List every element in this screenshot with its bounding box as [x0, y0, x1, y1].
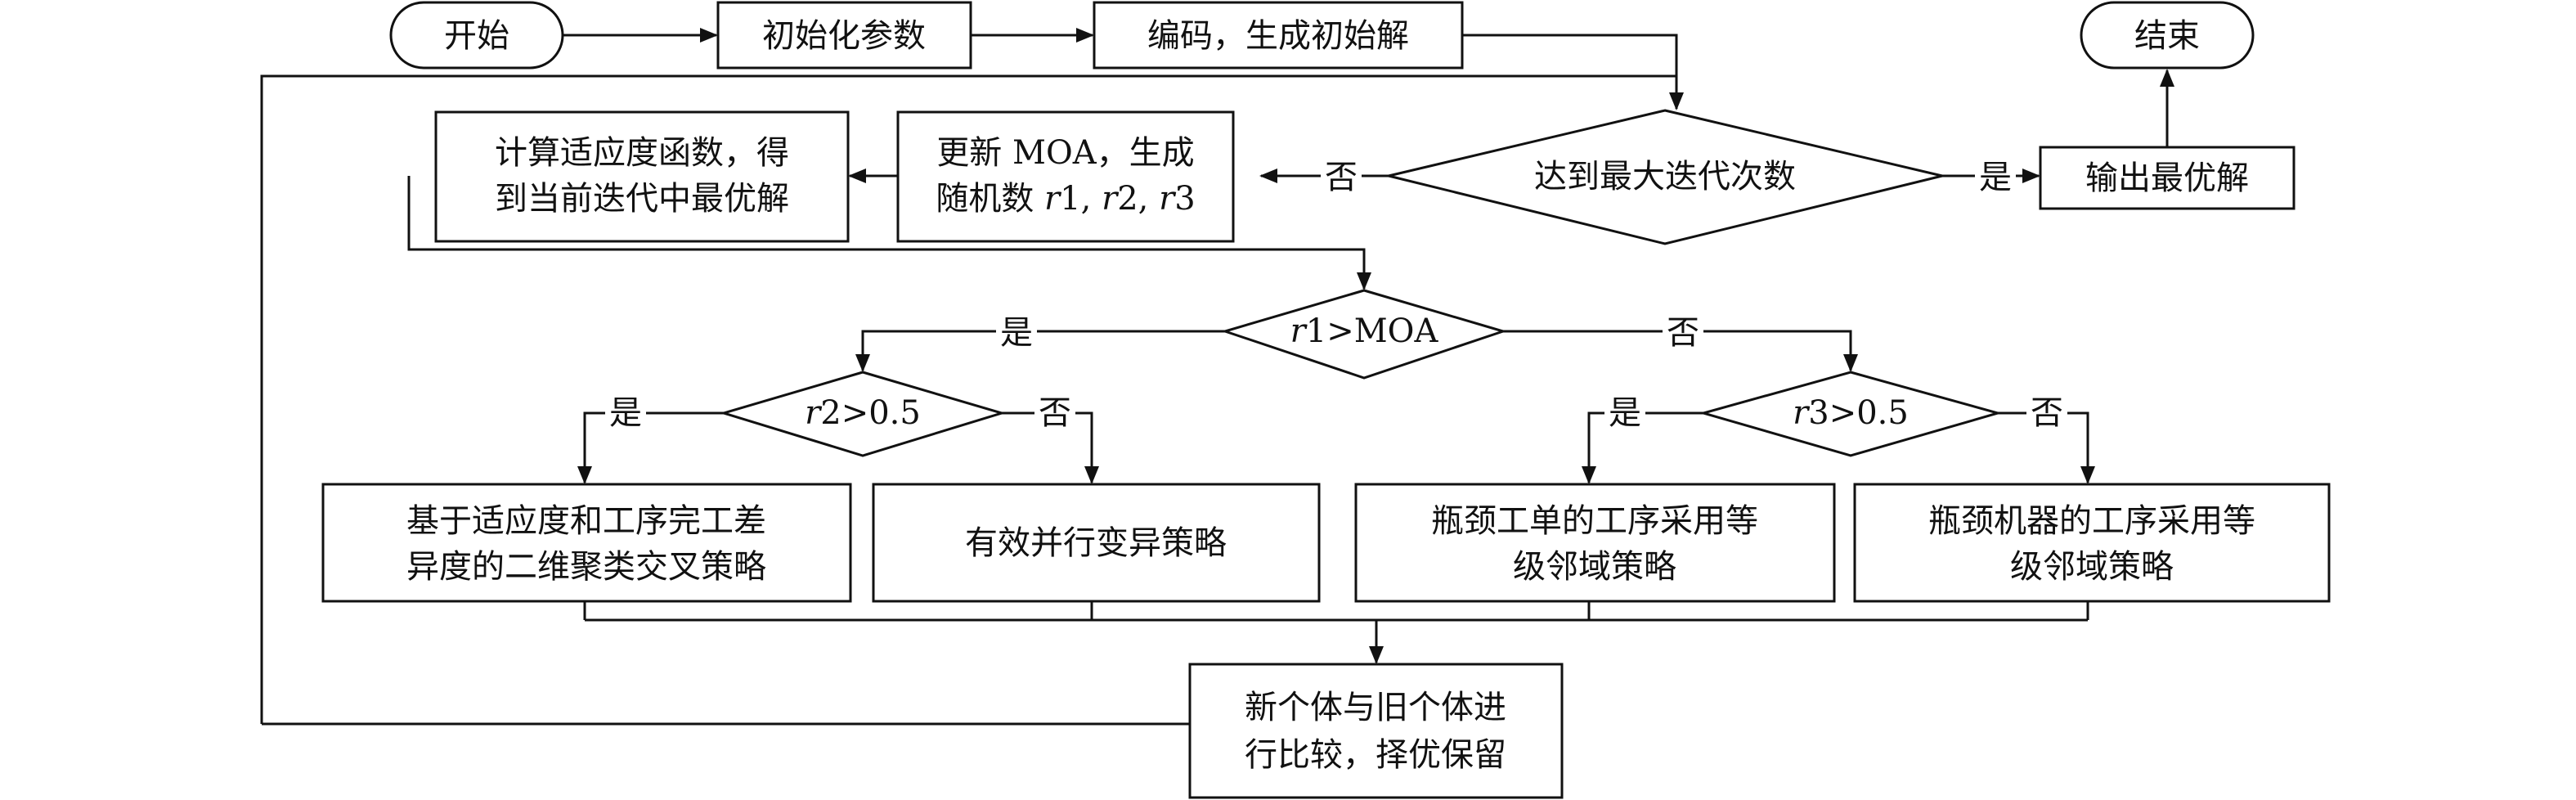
arrow-d3-yes: [1582, 411, 1703, 484]
node-decision-r1-label: r1>MOA: [1290, 312, 1439, 350]
node-strategy-bottleneck-machine-line2: 级邻域策略: [2010, 548, 2174, 586]
edge-label-no-d2: 否: [1039, 394, 1071, 432]
node-strategy-crossover: 基于适应度和工序完工差 异度的二维聚类交叉策略: [321, 483, 852, 603]
edge-label-yes-d1: 是: [1000, 314, 1033, 352]
node-update-moa: 更新 MOA，生成 随机数 r1, r2, r3: [896, 110, 1235, 243]
node-update-moa-line1: 更新 MOA，生成: [936, 134, 1194, 172]
arrow-d1-no: [1503, 330, 1858, 372]
node-strategy-bottleneck-order-line1: 瓶颈工单的工序采用等: [1431, 502, 1758, 540]
node-encode-label: 编码，生成初始解: [1147, 17, 1409, 55]
connectors: [260, 28, 2174, 726]
node-decision-r2: r2>0.5: [719, 371, 1007, 457]
arrow-d2-no: [1002, 411, 1099, 484]
node-start-label: 开始: [444, 17, 509, 55]
node-decision-r3: r3>0.5: [1699, 371, 2003, 457]
loop-back-line: [260, 74, 1676, 724]
arrow-fitness-to-d1: [407, 176, 1371, 290]
edge-labels: 是 否 是 否 是 否 是 否: [605, 155, 2067, 434]
edge-label-yes-d3: 是: [1609, 394, 1641, 432]
node-decision-r3-label: r3>0.5: [1793, 394, 1909, 432]
node-strategy-crossover-line1: 基于适应度和工序完工差: [406, 502, 766, 540]
edge-label-yes-output: 是: [1979, 159, 2012, 196]
node-strategy-bottleneck-order-line2: 级邻域策略: [1513, 548, 1676, 586]
node-end-label: 结束: [2134, 17, 2200, 55]
edge-label-no-update: 否: [1325, 159, 1358, 196]
node-init: 初始化参数: [716, 1, 972, 70]
node-strategy-bottleneck-machine: 瓶颈机器的工序采用等 级邻域策略: [1853, 483, 2331, 603]
node-compare: 新个体与旧个体进 行比较，择优保留: [1188, 663, 1564, 799]
node-fitness: 计算适应度函数，得 到当前迭代中最优解: [434, 110, 850, 243]
node-compare-line1: 新个体与旧个体进: [1245, 689, 1506, 726]
node-strategy-bottleneck-order: 瓶颈工单的工序采用等 级邻域策略: [1354, 483, 1836, 603]
arrow-d1-yes: [855, 330, 1225, 372]
edge-label-yes-d2: 是: [609, 394, 642, 432]
node-strategy-crossover-line2: 异度的二维聚类交叉策略: [406, 548, 766, 586]
node-strategy-mutation: 有效并行变异策略: [872, 483, 1321, 603]
edge-label-no-d1: 否: [1667, 314, 1699, 352]
node-update-moa-line2: 随机数 r1, r2, r3: [936, 180, 1195, 218]
arrow-d2-yes: [577, 411, 724, 484]
node-decision-r1: r1>MOA: [1221, 289, 1507, 380]
node-end: 结束: [2080, 1, 2255, 70]
node-fitness-line2: 到当前迭代中最优解: [495, 180, 789, 218]
node-output-label: 输出最优解: [2085, 160, 2249, 197]
node-encode: 编码，生成初始解: [1093, 1, 1464, 70]
node-fitness-line1: 计算适应度函数，得: [495, 134, 789, 172]
node-decision-max-iter: 达到最大迭代次数: [1388, 109, 1943, 245]
node-strategy-mutation-label: 有效并行变异策略: [965, 524, 1227, 562]
arrow-encode-to-decision: [1462, 34, 1684, 110]
node-compare-line2: 行比较，择优保留: [1245, 736, 1506, 774]
node-start: 开始: [389, 1, 564, 70]
node-output: 输出最优解: [2039, 146, 2296, 210]
node-init-label: 初始化参数: [762, 17, 926, 55]
node-decision-r2-label: r2>0.5: [805, 394, 921, 432]
node-decision-max-iter-label: 达到最大迭代次数: [1534, 158, 1796, 196]
edge-label-no-d3: 否: [2031, 394, 2063, 432]
node-strategy-bottleneck-machine-line1: 瓶颈机器的工序采用等: [1928, 502, 2255, 540]
